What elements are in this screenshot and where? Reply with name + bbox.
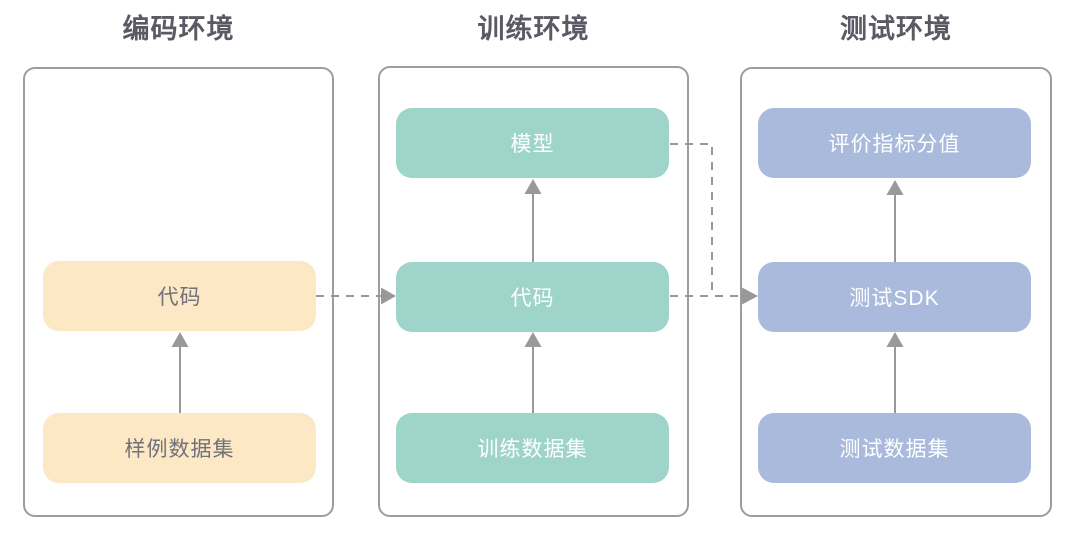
- node-train-dataset: 训练数据集: [396, 413, 669, 483]
- node-coding-code: 代码: [43, 261, 316, 331]
- node-sample-dataset: 样例数据集: [43, 413, 316, 483]
- node-metric-score: 评价指标分值: [758, 108, 1031, 178]
- node-test-dataset: 测试数据集: [758, 413, 1031, 483]
- testing-env-panel: [740, 67, 1052, 517]
- testing-env-title: 测试环境: [840, 14, 952, 44]
- training-env-title: 训练环境: [477, 14, 590, 44]
- node-test-sdk: 测试SDK: [758, 262, 1031, 332]
- node-training-code: 代码: [396, 262, 669, 332]
- coding-env-panel: [23, 67, 334, 517]
- node-model: 模型: [396, 108, 669, 178]
- coding-env-title: 编码环境: [122, 14, 235, 44]
